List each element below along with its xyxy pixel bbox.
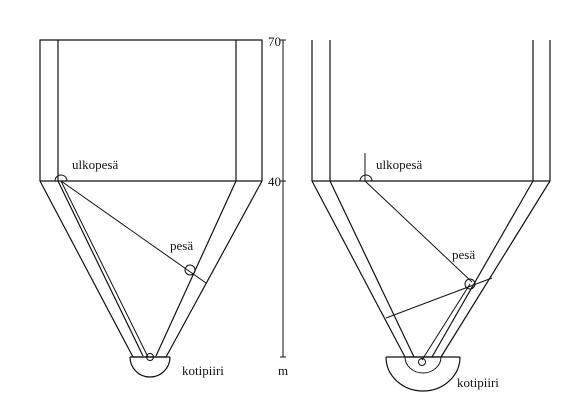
left-outer-nest-label: ulkopesä <box>72 157 118 172</box>
right-home-circle-label: kotipiiri <box>457 375 499 390</box>
left-inner-funnel-left <box>57 180 144 357</box>
left-outer-nest-arc <box>54 174 68 182</box>
left-throw-line-to-nest <box>60 180 207 284</box>
right-home-circle-outer <box>385 356 461 392</box>
left-home-circle <box>129 356 171 378</box>
left-nest-marker <box>184 264 196 276</box>
left-inner-funnel-right <box>155 180 237 357</box>
right-nest-marker <box>464 278 476 290</box>
scale-unit-label: m <box>278 363 288 378</box>
right-throw-line-nest-to-home <box>421 283 471 361</box>
scale-label-40: 40 <box>268 174 281 189</box>
right-inner-funnel-left <box>329 180 415 358</box>
right-outer-nest-arc <box>359 174 373 182</box>
right-field-diagram: ulkopesä pesä kotipiiri <box>311 40 551 392</box>
left-field-outline <box>39 39 263 358</box>
right-throw-line-to-nest <box>364 180 473 283</box>
right-cross-line <box>385 277 493 319</box>
left-home-circle-label: kotipiiri <box>182 363 224 378</box>
right-outer-nest-label: ulkopesä <box>376 157 422 172</box>
left-home-base-marker <box>146 353 154 361</box>
right-home-base-marker <box>418 358 426 366</box>
right-nest-label: pesä <box>452 247 475 262</box>
right-inner-funnel-right <box>431 180 534 358</box>
distance-scale: 70 40 m <box>268 34 288 378</box>
left-throw-line-to-home <box>60 180 149 358</box>
right-field-outline <box>311 40 551 358</box>
left-nest-label: pesä <box>170 238 193 253</box>
right-home-circle-inner <box>404 356 442 374</box>
left-field-diagram: ulkopesä pesä kotipiiri <box>39 39 263 378</box>
scale-label-70: 70 <box>268 34 281 49</box>
